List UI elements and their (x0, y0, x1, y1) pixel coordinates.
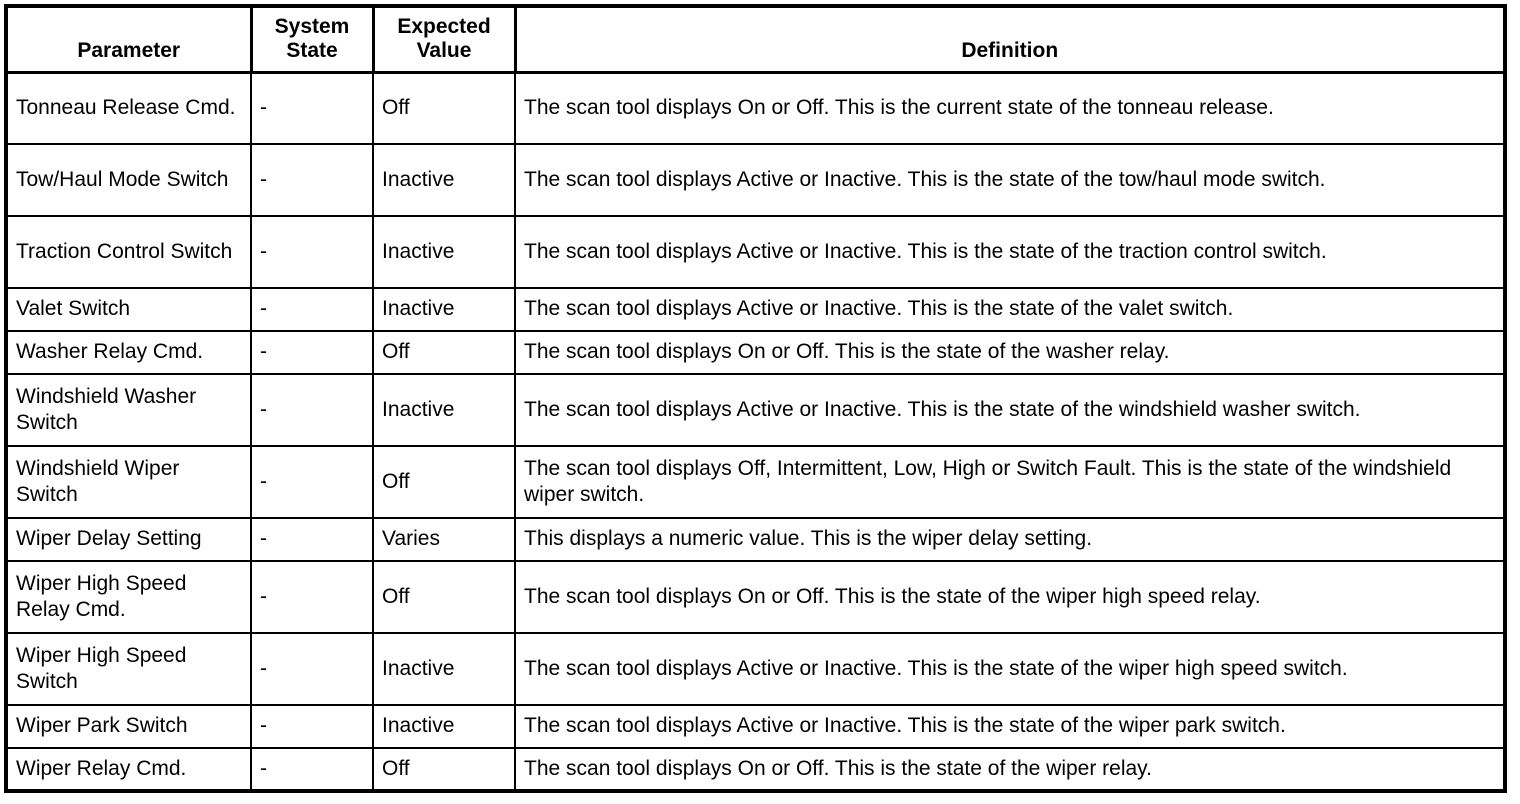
cell-definition: The scan tool displays On or Off. This i… (515, 561, 1505, 634)
table-header: Parameter System State Expected Value De… (6, 6, 1505, 74)
cell-system-state: - (251, 72, 374, 145)
column-header-system-state-line2: State (286, 38, 338, 62)
cell-definition: The scan tool displays Off, Intermittent… (515, 446, 1505, 519)
column-header-system-state-line1: System (274, 15, 350, 39)
cell-parameter: Valet Switch (6, 288, 252, 332)
cell-expected-value: Inactive (373, 374, 516, 447)
cell-definition: The scan tool displays On or Off. This i… (515, 331, 1505, 375)
cell-definition: The scan tool displays Active or Inactiv… (515, 288, 1505, 332)
cell-definition: The scan tool displays Active or Inactiv… (515, 705, 1505, 749)
cell-expected-value: Inactive (373, 144, 516, 217)
cell-parameter: Tow/Haul Mode Switch (6, 144, 252, 217)
cell-parameter: Wiper Delay Setting (6, 518, 252, 562)
cell-expected-value: Off (373, 331, 516, 375)
cell-system-state: - (251, 446, 374, 519)
cell-parameter: Washer Relay Cmd. (6, 331, 252, 375)
column-header-expected-value-line2: Value (416, 38, 472, 62)
header-row: Parameter System State Expected Value De… (6, 6, 1505, 74)
table-row: Windshield Wiper Switch - Off The scan t… (6, 446, 1505, 519)
column-header-parameter: Parameter (6, 6, 253, 74)
column-header-definition-label: Definition (961, 38, 1059, 62)
table-row: Traction Control Switch - Inactive The s… (6, 216, 1505, 289)
cell-expected-value: Varies (373, 518, 516, 562)
table-row: Windshield Washer Switch - Inactive The … (6, 374, 1505, 447)
cell-parameter: Tonneau Release Cmd. (6, 72, 252, 145)
cell-system-state: - (251, 705, 374, 749)
table-row: Wiper High Speed Switch - Inactive The s… (6, 633, 1505, 706)
table-row: Wiper High Speed Relay Cmd. - Off The sc… (6, 561, 1505, 634)
column-header-system-state: System State (251, 6, 375, 74)
table-row: Wiper Delay Setting - Varies This displa… (6, 518, 1505, 562)
table-row: Tonneau Release Cmd. - Off The scan tool… (6, 72, 1505, 145)
cell-parameter: Wiper High Speed Switch (6, 633, 252, 706)
cell-expected-value: Off (373, 561, 516, 634)
table-row: Tow/Haul Mode Switch - Inactive The scan… (6, 144, 1505, 217)
cell-system-state: - (251, 374, 374, 447)
cell-system-state: - (251, 748, 374, 791)
cell-system-state: - (251, 561, 374, 634)
cell-definition: The scan tool displays On or Off. This i… (515, 72, 1505, 145)
cell-expected-value: Off (373, 72, 516, 145)
cell-expected-value: Inactive (373, 705, 516, 749)
cell-definition: The scan tool displays On or Off. This i… (524, 756, 1152, 780)
column-header-parameter-label: Parameter (77, 38, 181, 62)
column-header-expected-value: Expected Value (373, 6, 517, 74)
column-header-definition: Definition (515, 6, 1505, 74)
cell-parameter: Traction Control Switch (6, 216, 252, 289)
cell-system-state: - (251, 633, 374, 706)
cell-definition: This displays a numeric value. This is t… (515, 518, 1505, 562)
cell-system-state: - (251, 331, 374, 375)
cell-definition: The scan tool displays Active or Inactiv… (515, 374, 1505, 447)
table-row: Valet Switch - Inactive The scan tool di… (6, 288, 1505, 332)
table-row: Washer Relay Cmd. - Off The scan tool di… (6, 331, 1505, 375)
column-header-expected-value-line1: Expected (397, 15, 491, 39)
cell-definition: The scan tool displays Active or Inactiv… (515, 144, 1505, 217)
cell-expected-value: Inactive (373, 216, 516, 289)
cell-parameter: Wiper High Speed Relay Cmd. (6, 561, 252, 634)
cell-definition: The scan tool displays Active or Inactiv… (515, 633, 1505, 706)
cell-expected-value: Off (373, 748, 516, 791)
cell-system-state: - (251, 144, 374, 217)
cell-definition: The scan tool displays Active or Inactiv… (515, 216, 1505, 289)
cell-parameter: Wiper Relay Cmd. (6, 748, 252, 791)
cell-system-state: - (251, 518, 374, 562)
cell-expected-value: Inactive (373, 633, 516, 706)
cell-parameter: Windshield Wiper Switch (6, 446, 252, 519)
parameter-definition-table: Parameter System State Expected Value De… (4, 4, 1507, 793)
cell-system-state: - (251, 216, 374, 289)
cell-parameter: Wiper Park Switch (6, 705, 252, 749)
cell-parameter: Windshield Washer Switch (6, 374, 252, 447)
cell-expected-value: Off (373, 446, 516, 519)
cell-expected-value: Inactive (373, 288, 516, 332)
cell-system-state: - (251, 288, 374, 332)
table-row: Wiper Relay Cmd. - Off The scan tool dis… (6, 748, 1505, 791)
table-row: Wiper Park Switch - Inactive The scan to… (6, 705, 1505, 749)
table-body: Tonneau Release Cmd. - Off The scan tool… (6, 72, 1505, 791)
